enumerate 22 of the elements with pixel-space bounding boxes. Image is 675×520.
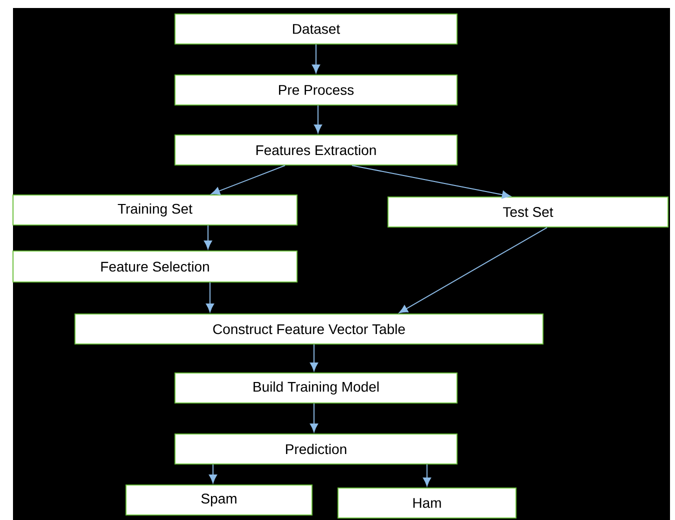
arrow xyxy=(312,44,320,74)
process-box: Prediction xyxy=(174,434,458,464)
arrow xyxy=(211,165,286,195)
process-box: Spam xyxy=(126,484,312,516)
process-box: Ham xyxy=(338,488,516,518)
process-box: Test Set xyxy=(388,196,668,228)
arrow xyxy=(399,227,548,314)
arrow xyxy=(422,464,432,486)
arrow xyxy=(314,105,322,134)
process-box: Training Set xyxy=(12,194,298,226)
arrow xyxy=(310,403,318,432)
process-box: Features Extraction xyxy=(174,134,458,166)
arrow xyxy=(310,344,318,372)
arrow xyxy=(204,225,212,250)
process-box: Build Training Model xyxy=(174,372,458,404)
process-box: Dataset xyxy=(174,14,458,44)
arrow xyxy=(352,165,511,199)
process-box: Pre Process xyxy=(174,74,458,106)
arrow xyxy=(206,282,214,312)
process-box: Construct Feature Vector Table xyxy=(74,314,544,344)
process-box: Feature Selection xyxy=(12,250,298,282)
arrow xyxy=(208,464,218,484)
